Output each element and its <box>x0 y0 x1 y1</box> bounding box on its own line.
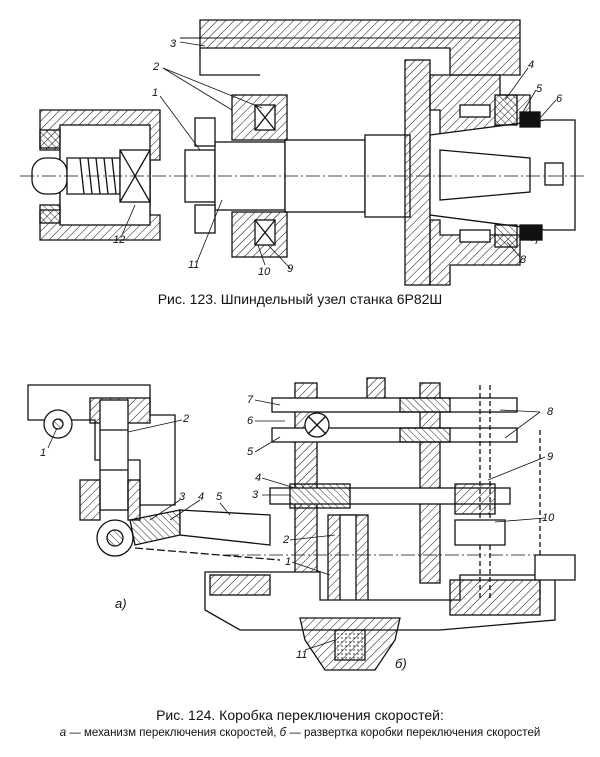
fig124b-panel-label: б) <box>395 656 407 671</box>
fig124b-label-6: 6 <box>247 415 254 427</box>
fig124b-label-9: 9 <box>547 451 553 463</box>
fig123-label-4: 4 <box>528 59 534 71</box>
fig124a-leaders <box>47 419 231 521</box>
fig124a-labels: 1 2 3 4 5 а) <box>40 413 223 611</box>
fig124b-label-10: 10 <box>542 512 555 524</box>
fig123-caption: Рис. 123. Шпиндельный узел станка 6Р82Ш <box>157 291 443 307</box>
fig123-label-12: 12 <box>113 234 125 246</box>
fig124b-leaders <box>254 399 546 651</box>
fig124-subcaption: а — механизм переключения скоростей, б —… <box>0 727 600 739</box>
fig123-label-11: 11 <box>188 259 199 271</box>
subcaption-b-letter: б <box>279 727 287 739</box>
fig124b-label-5: 5 <box>247 446 254 458</box>
fig123-drawing <box>20 19 585 286</box>
fig124a-label-1: 1 <box>40 447 46 459</box>
fig123-label-3: 3 <box>170 38 177 50</box>
fig124a-panel-label: а) <box>115 596 127 611</box>
fig124a-label-4: 4 <box>198 491 204 503</box>
fig123-label-7: 7 <box>534 235 541 247</box>
fig124b-label-11: 11 <box>296 649 307 661</box>
fig124a-label-2: 2 <box>182 413 189 425</box>
fig123-label-2: 2 <box>152 61 159 73</box>
fig123-label-10: 10 <box>258 266 271 278</box>
fig124b-label-8: 8 <box>547 406 554 418</box>
fig124b-label-4: 4 <box>255 472 261 484</box>
subcaption-a-letter: а <box>59 727 67 739</box>
fig124b-labels: 7 6 5 4 3 2 1 8 9 10 11 б) <box>247 394 555 671</box>
fig124a-drawing <box>27 384 281 561</box>
fig124a-label-5: 5 <box>216 491 223 503</box>
fig123-labels: 1 2 3 4 5 6 7 8 9 10 11 12 <box>113 38 563 278</box>
subcaption-a-text: — механизм переключения скоростей, <box>66 727 280 739</box>
fig123-label-9: 9 <box>287 263 293 275</box>
fig124-caption: Рис. 124. Коробка переключения скоростей… <box>156 707 444 723</box>
fig124b-label-1: 1 <box>285 556 291 568</box>
fig123-label-1: 1 <box>152 87 158 99</box>
fig123-label-6: 6 <box>556 93 563 105</box>
fig124b-label-2: 2 <box>282 534 289 546</box>
fig124b-label-7: 7 <box>247 394 254 406</box>
fig123-label-8: 8 <box>520 254 527 266</box>
subcaption-b-text: — развертка коробки переключения скорост… <box>286 727 541 739</box>
fig124b-label-3: 3 <box>252 489 259 501</box>
fig124b-drawing <box>204 377 576 671</box>
fig123-leaders <box>121 41 557 269</box>
fig123-label-5: 5 <box>536 83 543 95</box>
fig124a-label-3: 3 <box>179 491 186 503</box>
